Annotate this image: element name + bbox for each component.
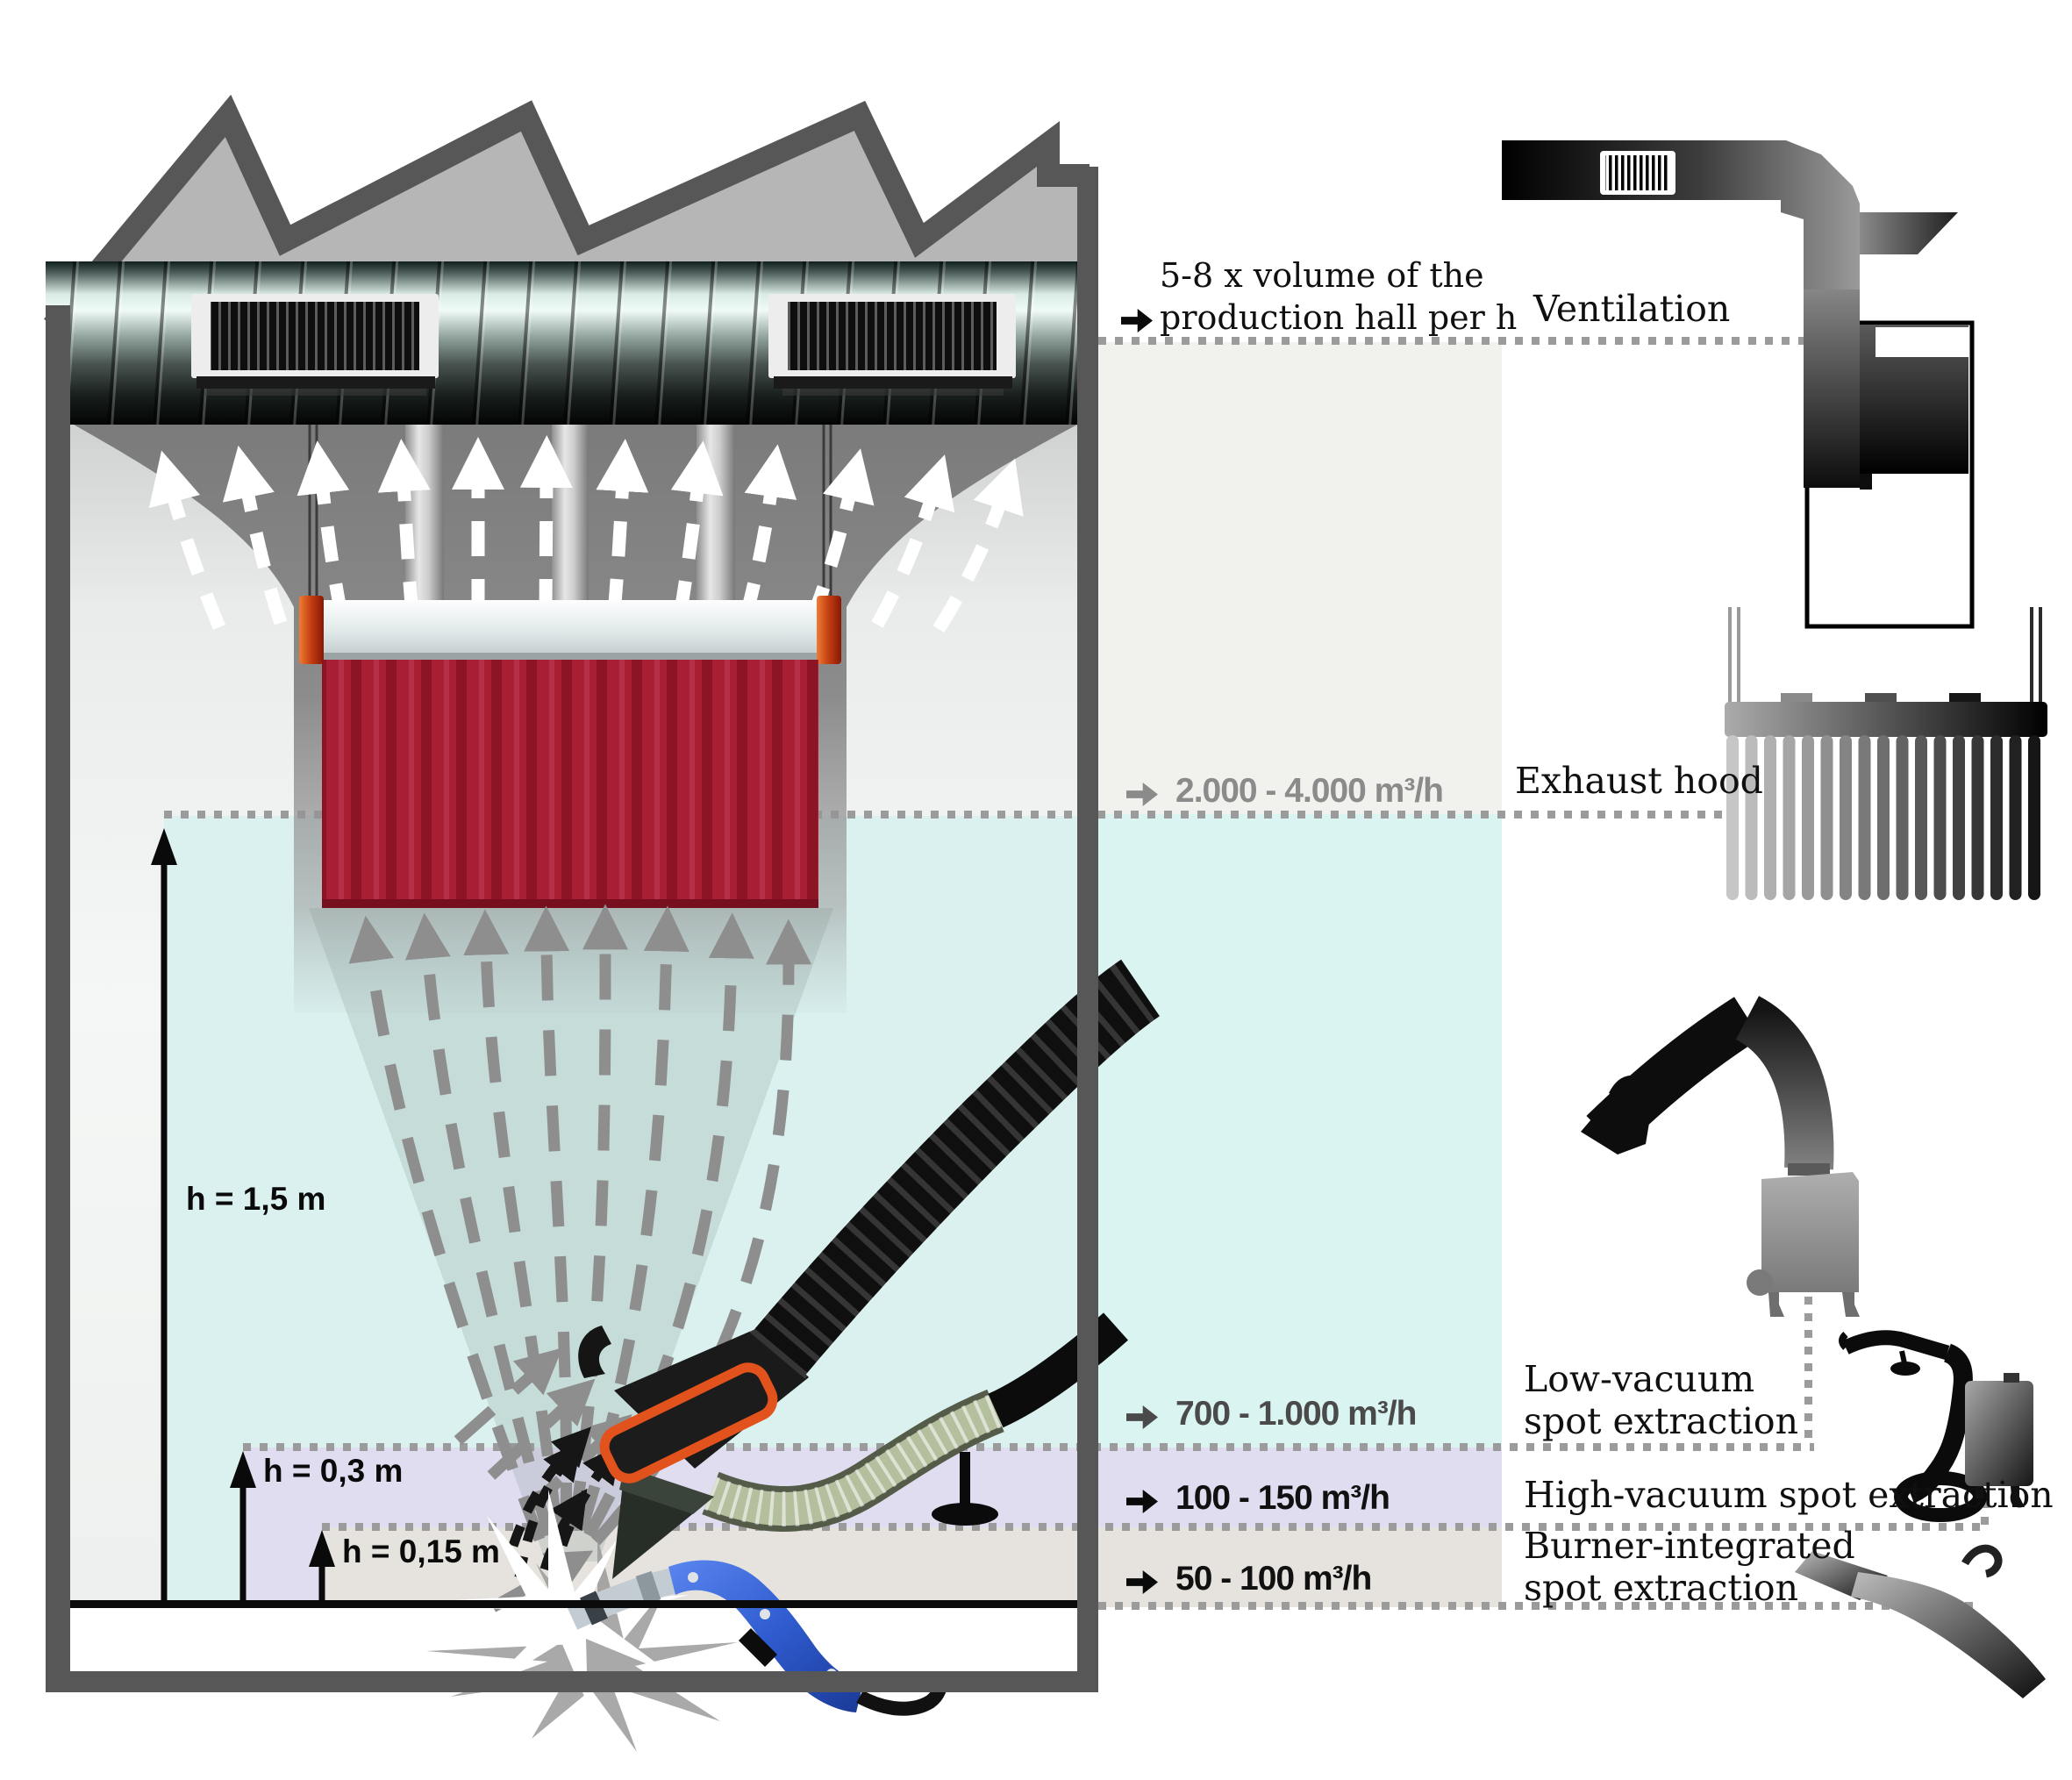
leader-high-vacuum [322,1523,1989,1531]
burner-label-line1: Burner-integrated [1524,1525,1855,1567]
ventilation-note-line1: 5-8 x volume of the [1160,256,1484,295]
exhaust-hood-slats [1726,735,2040,900]
ventilation-note: 5-8 x volume of the production hall per … [1160,254,1517,339]
burner-label-line2: spot extraction [1524,1567,1799,1609]
ventilation-note-line2: production hall per h [1160,298,1518,337]
floor-line [70,1600,1077,1608]
duct-grille-right [768,294,1016,396]
exhaust-hood-silhouette [1725,607,2047,900]
low-vacuum-nozzle [578,1326,809,1483]
ventilation-label: Ventilation [1533,288,1731,330]
low-vacuum-label-line1: Low-vacuum [1524,1358,1755,1400]
leader-low-vacuum-vertical [1804,1297,1812,1446]
ventilation-unit-silhouette [1502,140,1975,629]
band-ventilation-margin [1098,342,1502,814]
leader-burner [1098,1602,1976,1610]
leader-high-vacuum-vertical [1981,1500,1989,1526]
burner-value: 50 - 100 m³/h [1175,1560,1372,1598]
hood-pillars [405,425,735,605]
low-vacuum-label: Low-vacuum spot extraction [1524,1358,1798,1442]
height-label-0-3m: h = 0,3 m [263,1453,404,1489]
low-vacuum-hose-ribs [749,958,1161,1379]
height-label-1-5m: h = 1,5 m [186,1181,326,1217]
leader-exhaust-hood [164,811,1733,819]
height-arrowheads [151,828,335,1567]
welding-sparks [377,1490,738,1752]
mobile-extraction-unit-silhouette [1581,996,1860,1317]
torch-silhouette [1795,1544,2046,1698]
exhaust-hood-value: 2.000 - 4.000 m³/h [1175,772,1444,810]
high-vacuum-tube [988,1312,1128,1428]
exhaust-hood-label: Exhaust hood [1515,760,1763,802]
high-vacuum-value: 100 - 150 m³/h [1175,1479,1390,1517]
duct-grille-left [191,294,439,396]
low-vacuum-value: 700 - 1.000 m³/h [1175,1395,1417,1433]
exhaust-hood-red [299,596,841,908]
low-vacuum-label-line2: spot extraction [1524,1400,1799,1442]
band-low-vacuum-margin [1098,1448,1502,1527]
burner-label: Burner-integrated spot extraction [1524,1525,1855,1609]
portable-extractor-silhouette [1839,1330,2033,1522]
hall-walls [46,167,1098,1692]
band-exhaust-margin [1098,814,1502,1448]
leader-low-vacuum [243,1443,1814,1451]
height-arrows [161,861,325,1600]
leader-ventilation [1098,337,1805,345]
band-high-vacuum-margin [1098,1527,1502,1607]
height-label-0-15m: h = 0,15 m [342,1533,500,1569]
high-vacuum-label: High-vacuum spot extraction [1524,1474,2054,1516]
